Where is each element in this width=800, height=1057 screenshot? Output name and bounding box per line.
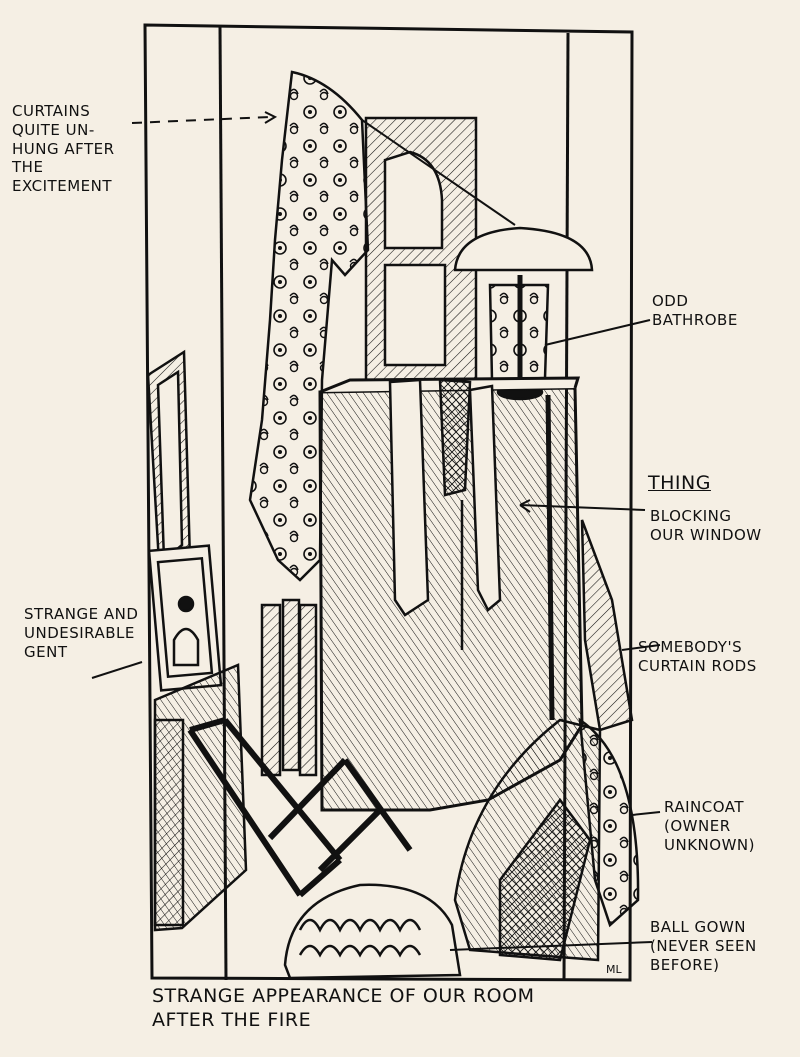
bathrobe — [388, 378, 502, 650]
annotation-gent: STRANGE AND UNDESIRABLE GENT — [24, 605, 139, 661]
chair — [187, 717, 413, 898]
annotation-ball-gown: BALL GOWN (NEVER SEEN BEFORE) — [650, 918, 757, 974]
annotation-bathrobe: ODD BATHROBE — [652, 292, 738, 329]
ball-gown — [283, 883, 462, 980]
annotation-thing-title: THING — [648, 472, 711, 494]
pointer-lines — [91, 111, 661, 951]
curtain-rods — [580, 519, 634, 732]
annotation-curtains: CURTAINS QUITE UN- HUNG AFTER THE EXCITE… — [12, 102, 115, 195]
dresser — [153, 663, 248, 932]
raincoat — [453, 717, 640, 962]
gent-portrait — [147, 544, 223, 692]
radiator — [260, 598, 318, 777]
window — [364, 116, 478, 390]
caption: STRANGE APPEARANCE OF OUR ROOM AFTER THE… — [152, 985, 622, 1033]
caption-line-1: STRANGE APPEARANCE OF OUR ROOM — [152, 985, 535, 1007]
wardrobe-thing — [318, 376, 584, 812]
caption-line-2: AFTER THE FIRE — [152, 1008, 312, 1031]
annotation-raincoat: RAINCOAT (OWNER UNKNOWN) — [664, 798, 755, 854]
artist-initials: ML — [606, 963, 622, 976]
mirror — [146, 349, 192, 583]
annotation-curtain-rods: SOMEBODY'S CURTAIN RODS — [638, 638, 757, 675]
annotation-thing-body: BLOCKING OUR WINDOW — [650, 507, 762, 544]
